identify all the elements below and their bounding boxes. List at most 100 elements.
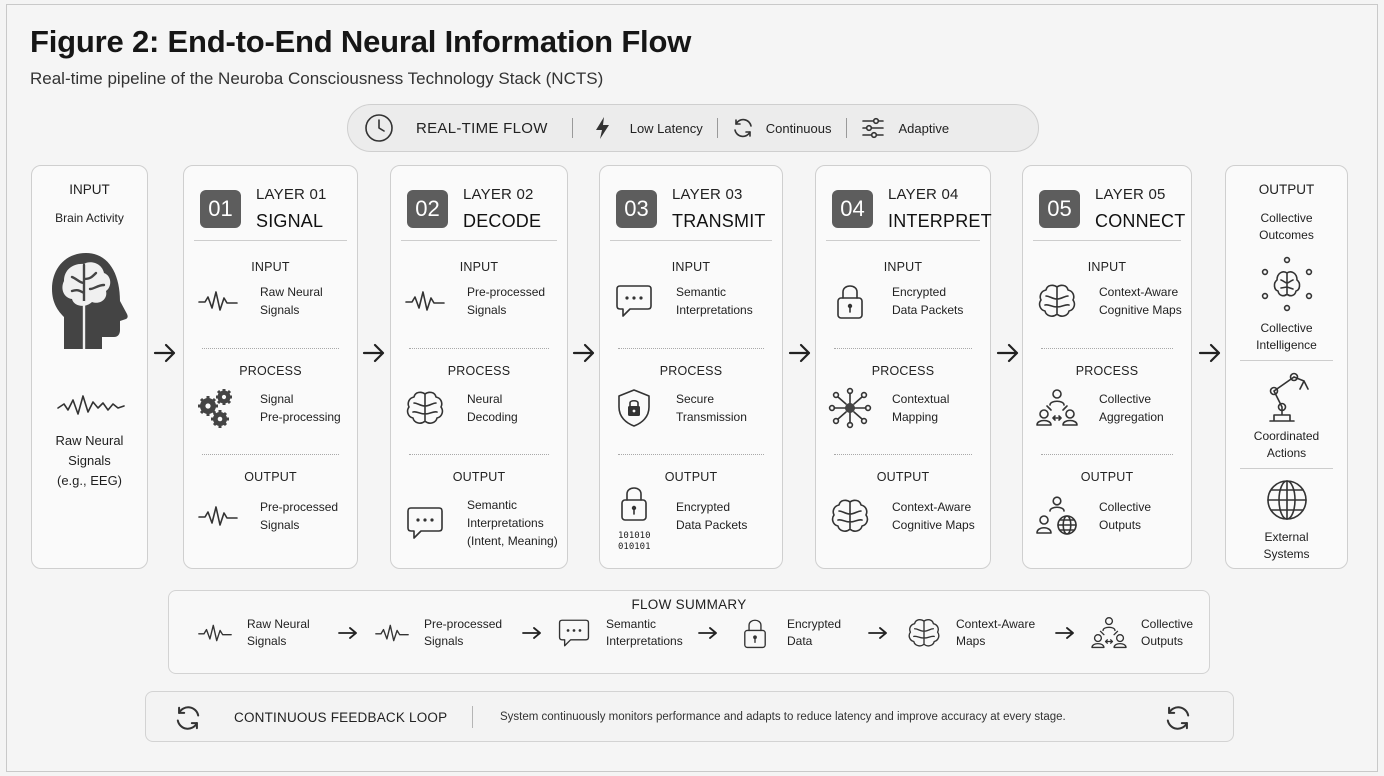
brain-icon	[1037, 281, 1077, 321]
lightning-icon	[595, 117, 609, 139]
layer-header: 01 LAYER 01 SIGNAL	[200, 186, 327, 232]
flow-arrow-icon	[996, 343, 1019, 363]
sliders-icon	[861, 117, 884, 139]
layer-label: LAYER 02	[463, 186, 534, 203]
brain-icon	[405, 388, 445, 428]
input-section-title: INPUT	[1087, 260, 1127, 274]
process-section-title: PROCESS	[239, 364, 302, 378]
layer-name: INTERPRET	[888, 211, 992, 231]
brain-activity-label: Brain Activity	[55, 211, 124, 225]
divider	[1240, 360, 1333, 361]
feedback-loop-label: CONTINUOUS FEEDBACK LOOP	[234, 710, 448, 725]
layer-label: LAYER 01	[256, 186, 327, 203]
network-icon	[828, 387, 872, 429]
divider	[618, 348, 764, 349]
input-section-title: INPUT	[251, 260, 290, 274]
divider	[1041, 454, 1173, 455]
globe-icon	[1267, 480, 1307, 520]
divider	[845, 118, 847, 138]
flow-arrow-icon	[522, 627, 541, 639]
refresh-icon	[733, 118, 752, 138]
flow-arrow-icon	[1198, 343, 1221, 363]
wave-icon	[198, 496, 238, 536]
adaptive-label: Adaptive	[898, 120, 950, 136]
layer-name: TRANSMIT	[672, 211, 766, 231]
brain-icon	[830, 496, 870, 536]
output-section-title: OUTPUT	[664, 470, 718, 484]
layer-header: 02 LAYER 02 DECODE	[407, 186, 541, 232]
brain-icon	[908, 618, 940, 649]
input-heading: INPUT	[69, 182, 110, 197]
process-section-title: PROCESS	[1075, 364, 1139, 378]
input-panel: INPUT Brain Activity Raw Neural Signals …	[31, 165, 148, 569]
output-section-title: OUTPUT	[244, 470, 297, 484]
flow-arrow-icon	[338, 627, 357, 639]
input-section-title: INPUT	[671, 260, 711, 274]
divider	[571, 118, 573, 138]
layer-name: DECODE	[463, 211, 542, 231]
output-section-title: OUTPUT	[1080, 470, 1134, 484]
layer-number-badge: 05	[1039, 190, 1080, 228]
flow-arrow-icon	[698, 627, 717, 639]
process-section-title: PROCESS	[871, 364, 935, 378]
feedback-loop-description: System continuously monitors performance…	[500, 711, 1066, 723]
layer-number-badge: 03	[616, 190, 657, 228]
continuous-label: Continuous	[765, 120, 832, 136]
divider	[1240, 468, 1333, 469]
clock-icon	[365, 114, 393, 142]
low-latency-label: Low Latency	[629, 120, 703, 136]
flow-arrow-icon	[1055, 627, 1074, 639]
divider	[409, 454, 549, 455]
layer-number-badge: 02	[407, 190, 448, 228]
flow-arrow-icon	[868, 627, 887, 639]
flow-arrow-icon	[572, 343, 595, 363]
layer-header: 04 LAYER 04 INTERPRET	[832, 186, 992, 232]
divider	[618, 454, 764, 455]
layer-label: LAYER 03	[672, 186, 743, 203]
robot-arm-icon	[1269, 372, 1309, 422]
refresh-icon	[176, 706, 200, 730]
divider	[202, 348, 339, 349]
shield-lock-icon	[614, 388, 654, 428]
chat-icon	[405, 503, 445, 543]
realtime-flow-bar: REAL-TIME FLOW Low Latency Continuous Ad…	[347, 104, 1039, 152]
neural-wave-icon	[57, 395, 125, 415]
users-aggregate-icon	[1036, 388, 1078, 428]
users-aggregate-icon	[1091, 616, 1127, 650]
layer-number-badge: 04	[832, 190, 873, 228]
divider	[409, 348, 549, 349]
divider	[834, 454, 972, 455]
refresh-icon	[1166, 706, 1190, 730]
